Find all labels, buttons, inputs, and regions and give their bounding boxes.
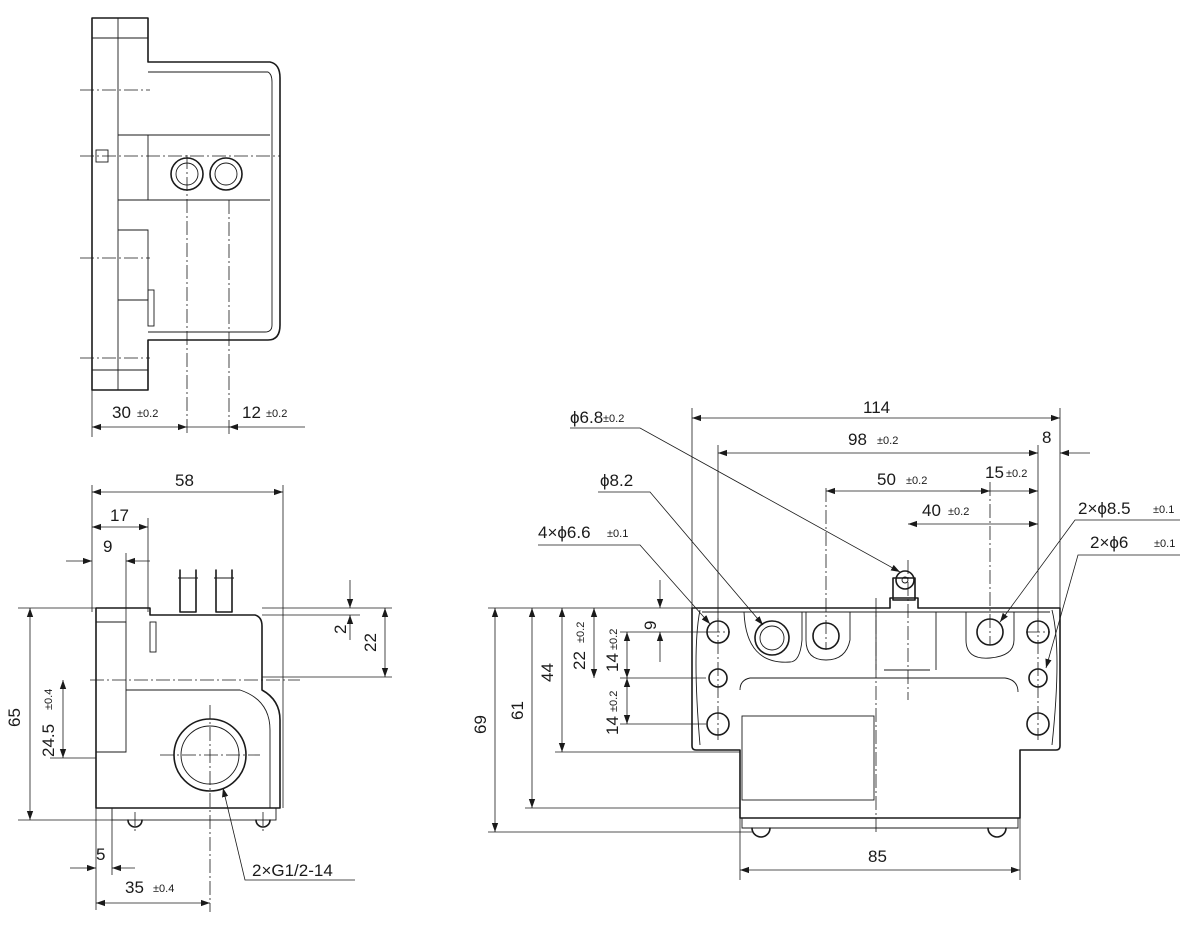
dim-40: 40 (922, 501, 941, 520)
front-body-outline (691, 597, 1061, 819)
dim-61: 61 (508, 701, 527, 720)
dim-9: 9 (103, 537, 112, 556)
callout-holes-8-5: 2×ϕ8.5 (1078, 499, 1131, 518)
dim-14b-tol: ±0.2 (608, 691, 620, 712)
dim-9-front: 9 (641, 621, 660, 630)
side-view-top: 30 ±0.2 12 ±0.2 (80, 17, 305, 437)
dim-5: 5 (96, 845, 105, 864)
callout-holes-6: 2×ϕ6 (1090, 533, 1128, 552)
dim-12: 12 (242, 403, 261, 422)
dim-98: 98 (848, 430, 867, 449)
dim-15: 15 (985, 463, 1004, 482)
dim-35: 35 (125, 878, 144, 897)
dim-8: 8 (1042, 428, 1051, 447)
dim-22-front-tol: ±0.2 (575, 622, 587, 643)
side-top-body-outline (91, 17, 281, 391)
dim-50-tol: ±0.2 (906, 475, 927, 487)
side-bottom-body-outline (95, 607, 281, 809)
conduit-thread-label: 2×G1/2-14 (252, 861, 333, 880)
dim-85: 85 (868, 847, 887, 866)
dim-30: 30 (112, 403, 131, 422)
roller-plunger-icon (892, 570, 916, 601)
side-view-bottom: 58 17 9 65 24.5 ±0.4 2 22 5 35 ±0.4 2×G1… (5, 471, 392, 912)
dim-17: 17 (110, 506, 129, 525)
callout-hole-6-8-tol: ±0.2 (603, 413, 624, 425)
dim-22: 22 (361, 633, 380, 652)
dim-22-front: 22 (570, 651, 589, 670)
dim-14a-tol: ±0.2 (608, 629, 620, 650)
dim-69: 69 (471, 715, 490, 734)
dim-24-5: 24.5 (39, 724, 58, 757)
dim-14a: 14 (603, 653, 622, 672)
callout-holes-8-5-tol: ±0.1 (1153, 504, 1174, 516)
dim-114: 114 (863, 398, 890, 417)
dim-12-tol: ±0.2 (266, 408, 287, 420)
dim-35-tol: ±0.4 (153, 883, 174, 895)
dim-98-tol: ±0.2 (877, 435, 898, 447)
dim-44: 44 (538, 663, 557, 682)
callout-hole-8-2: ϕ8.2 (600, 471, 633, 490)
dim-65: 65 (5, 708, 24, 727)
dim-14b: 14 (603, 716, 622, 735)
dim-40-tol: ±0.2 (948, 506, 969, 518)
front-view: 114 98 ±0.2 8 50 ±0.2 15 ±0.2 40 ±0.2 ϕ6… (471, 398, 1180, 880)
dim-24-5-tol: ±0.4 (43, 689, 55, 710)
dim-30-tol: ±0.2 (137, 408, 158, 420)
callout-holes-6-tol: ±0.1 (1154, 538, 1175, 550)
callout-hole-6-8: ϕ6.8 (570, 408, 603, 427)
callout-holes-6-6: 4×ϕ6.6 (538, 523, 591, 542)
callout-holes-6-6-tol: ±0.1 (607, 528, 628, 540)
conduit-entry-icon (170, 157, 243, 191)
dim-58: 58 (175, 471, 194, 490)
dim-2: 2 (331, 625, 350, 634)
dim-15-tol: ±0.2 (1006, 468, 1027, 480)
dim-50: 50 (877, 470, 896, 489)
